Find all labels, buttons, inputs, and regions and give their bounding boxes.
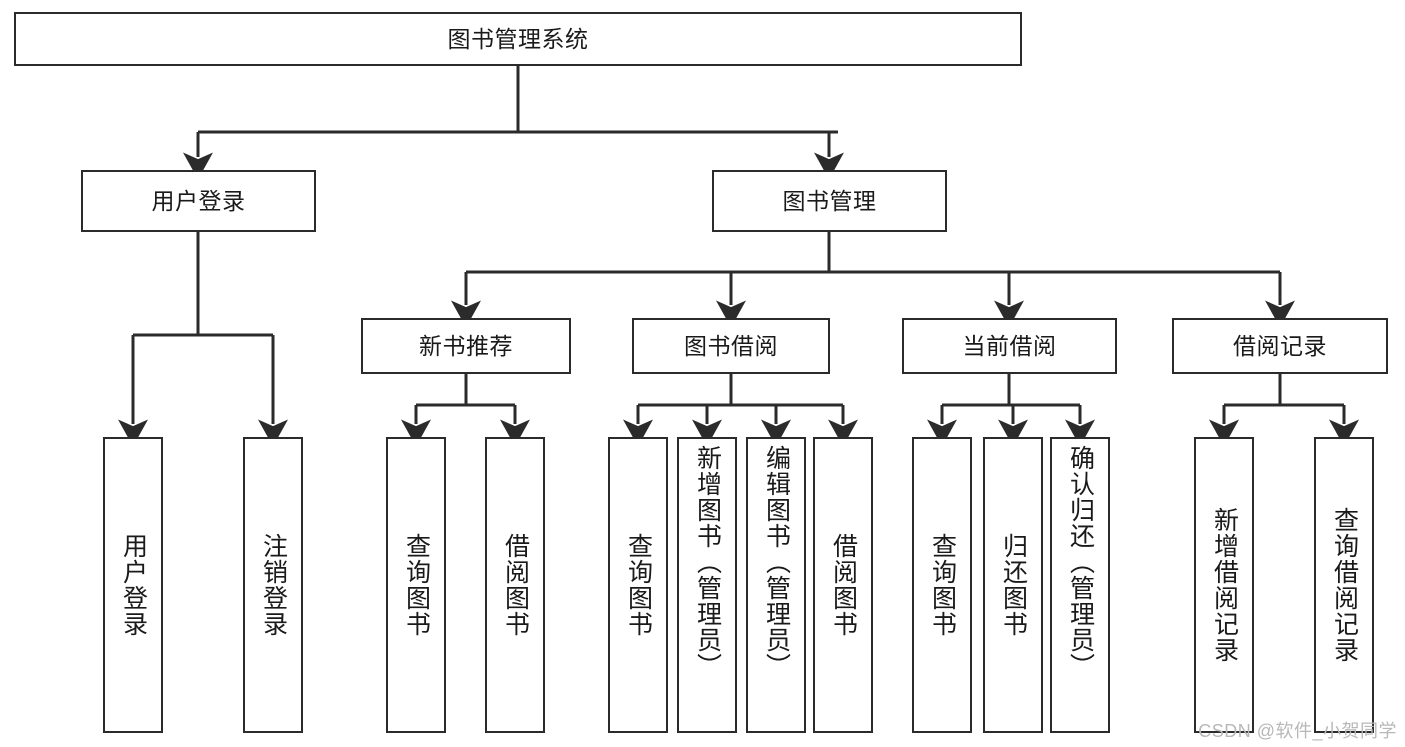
- leaf-confirm-return-admin[interactable]: 确认归还（管理员）: [1050, 437, 1110, 733]
- leaf-query-books-newbook[interactable]: 查询图书: [386, 437, 446, 733]
- leaf-query-borrow-record[interactable]: 查询借阅记录: [1314, 437, 1374, 733]
- leaf-borrow-books-newbook[interactable]: 借阅图书: [485, 437, 545, 733]
- csdn-watermark: CSDN @软件_小贺同学: [1198, 721, 1397, 741]
- leaf-borrow-books-label: 借阅图书: [829, 533, 858, 637]
- node-book-borrow[interactable]: 图书借阅: [632, 318, 830, 374]
- node-new-book-recommend[interactable]: 新书推荐: [361, 318, 571, 374]
- node-book-borrow-label: 图书借阅: [684, 332, 778, 359]
- leaf-edit-book-admin-label: 编辑图书（管理员）: [762, 445, 791, 679]
- leaf-borrow-books[interactable]: 借阅图书: [813, 437, 873, 733]
- node-borrow-records[interactable]: 借阅记录: [1172, 318, 1388, 374]
- leaf-query-books-current-label: 查询图书: [928, 533, 957, 637]
- node-user-login-label: 用户登录: [151, 187, 246, 214]
- node-root[interactable]: 图书管理系统: [14, 12, 1022, 66]
- node-borrow-records-label: 借阅记录: [1233, 332, 1327, 359]
- leaf-logout[interactable]: 注销登录: [243, 437, 303, 733]
- leaf-add-book-admin-label: 新增图书（管理员）: [693, 445, 722, 679]
- node-current-borrow[interactable]: 当前借阅: [902, 318, 1117, 374]
- leaf-query-books-borrow-label: 查询图书: [624, 533, 653, 637]
- node-current-borrow-label: 当前借阅: [962, 332, 1057, 359]
- leaf-user-login-label: 用户登录: [119, 533, 148, 637]
- leaf-edit-book-admin[interactable]: 编辑图书（管理员）: [746, 437, 806, 733]
- leaf-query-books-borrow[interactable]: 查询图书: [608, 437, 668, 733]
- leaf-query-books-newbook-label: 查询图书: [402, 533, 431, 637]
- leaf-return-books-label: 归还图书: [999, 533, 1028, 637]
- leaf-add-borrow-record-label: 新增借阅记录: [1210, 507, 1239, 663]
- leaf-confirm-return-admin-label: 确认归还（管理员）: [1066, 445, 1095, 679]
- node-user-login[interactable]: 用户登录: [81, 170, 316, 232]
- leaf-query-books-current[interactable]: 查询图书: [912, 437, 972, 733]
- leaf-logout-label: 注销登录: [259, 533, 288, 637]
- leaf-query-borrow-record-label: 查询借阅记录: [1330, 507, 1359, 663]
- leaf-return-books[interactable]: 归还图书: [983, 437, 1043, 733]
- leaf-add-borrow-record[interactable]: 新增借阅记录: [1194, 437, 1254, 733]
- node-new-book-recommend-label: 新书推荐: [419, 332, 513, 359]
- node-root-label: 图书管理系统: [447, 25, 589, 52]
- leaf-borrow-books-newbook-label: 借阅图书: [501, 533, 530, 637]
- leaf-add-book-admin[interactable]: 新增图书（管理员）: [677, 437, 737, 733]
- leaf-user-login[interactable]: 用户登录: [103, 437, 163, 733]
- node-book-management[interactable]: 图书管理: [712, 170, 947, 232]
- node-book-management-label: 图书管理: [782, 187, 877, 214]
